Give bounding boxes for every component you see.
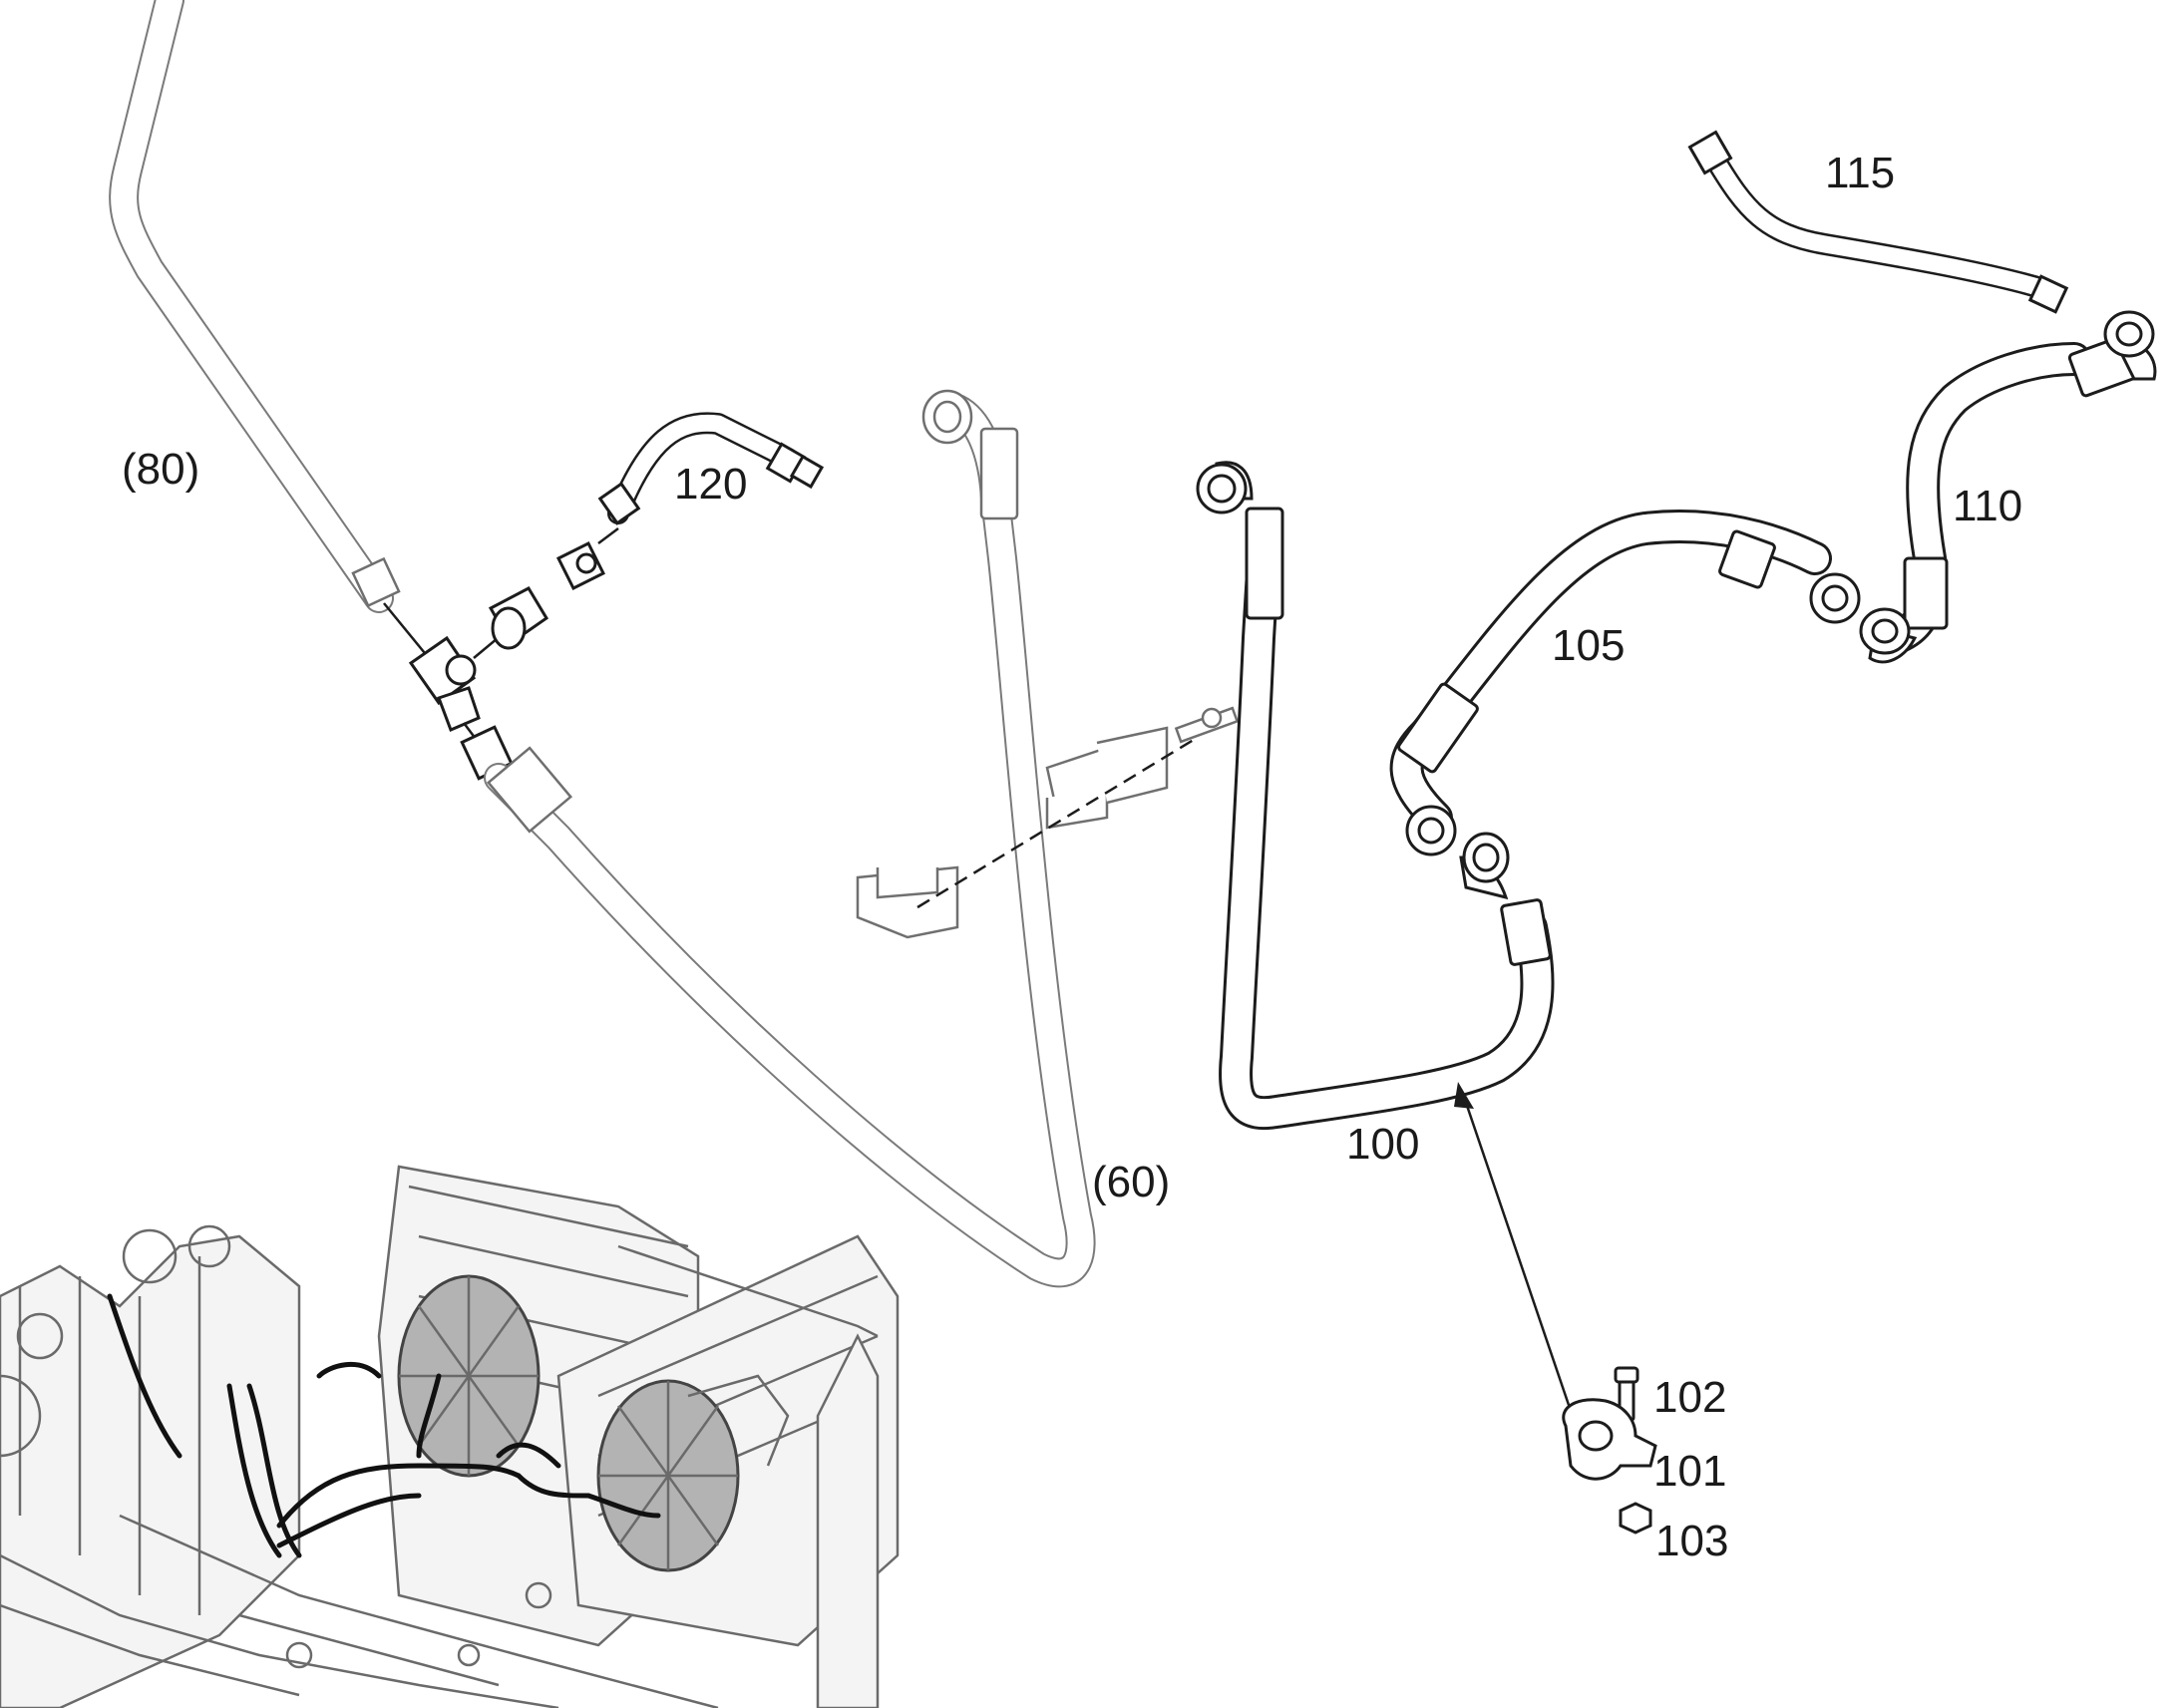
- callout-item-105: 105: [1552, 621, 1625, 670]
- hose-item-100[interactable]: [1196, 461, 1555, 1131]
- machine-frame-assembly: [0, 1165, 900, 1708]
- callout-ref-60: (60): [1092, 1158, 1170, 1206]
- callout-ref-80: (80): [122, 445, 199, 494]
- tee-fitting-assembly: [408, 527, 619, 781]
- callout-item-110: 110: [1953, 482, 2022, 530]
- hose-item-120: [597, 412, 825, 525]
- callout-item-115: 115: [1825, 149, 1895, 197]
- reference-hose-80: [109, 0, 430, 659]
- callout-item-103: 103: [1655, 1517, 1728, 1565]
- callout-item-102: 102: [1653, 1373, 1726, 1422]
- reference-hose-60: [484, 389, 1096, 1288]
- callout-item-100: 100: [1346, 1120, 1419, 1169]
- callout-item-101: 101: [1653, 1447, 1726, 1496]
- clamp-kit[interactable]: [1454, 1082, 1657, 1535]
- callout-item-120: 120: [674, 460, 747, 509]
- hose-item-105[interactable]: [1389, 510, 1861, 856]
- hose-item-110[interactable]: [1859, 310, 2157, 664]
- nut-103: [1619, 1502, 1652, 1535]
- hose-item-115[interactable]: [1687, 130, 2069, 314]
- wiring-harness: [107, 1293, 661, 1558]
- hose-clamp-assembly: [856, 706, 1240, 939]
